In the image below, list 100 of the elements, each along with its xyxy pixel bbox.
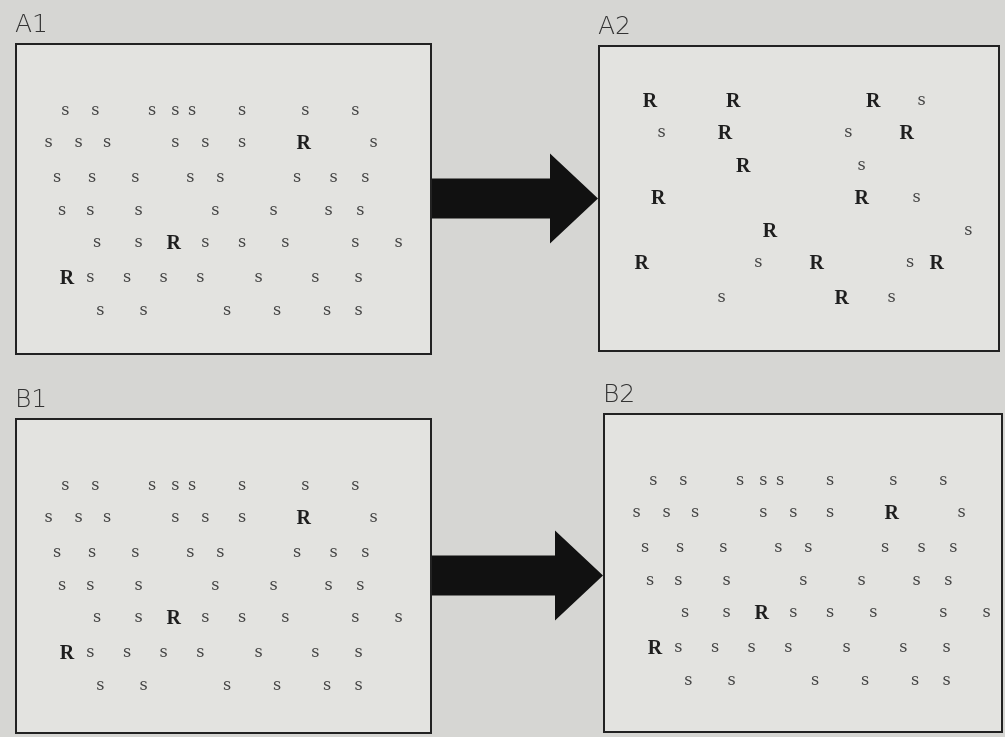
letter-label: s bbox=[722, 603, 731, 620]
letter-label: s bbox=[87, 543, 97, 560]
letter-label: s bbox=[857, 572, 866, 588]
letter-label: s bbox=[237, 102, 247, 118]
letter-label: s bbox=[356, 577, 365, 593]
letter-label: s bbox=[134, 577, 143, 593]
panel-label: A1 bbox=[15, 11, 48, 36]
letter-label: s bbox=[74, 508, 83, 525]
letter-label: s bbox=[147, 102, 157, 118]
letter-label: s bbox=[759, 472, 768, 488]
letter-label: s bbox=[52, 543, 62, 560]
letter-label: s bbox=[982, 603, 991, 620]
letter-label: s bbox=[311, 643, 320, 660]
letter-label: s bbox=[351, 233, 360, 250]
letter-label: s bbox=[269, 202, 278, 218]
panel-label: B2 bbox=[603, 381, 636, 406]
letter-label: R bbox=[717, 120, 733, 144]
letter-label: s bbox=[844, 124, 853, 140]
letter-label: R bbox=[647, 635, 663, 659]
letter-label: s bbox=[134, 233, 143, 250]
letter-label: s bbox=[134, 202, 143, 218]
letter-label: s bbox=[917, 92, 926, 109]
letter-label: R bbox=[809, 250, 824, 274]
block-arrow bbox=[432, 153, 598, 244]
letter-label: s bbox=[354, 677, 363, 693]
letter-label: s bbox=[91, 102, 100, 118]
letter-label: s bbox=[905, 254, 915, 270]
letter-label: s bbox=[710, 638, 720, 655]
letter-label: s bbox=[774, 538, 783, 555]
letter-label: s bbox=[675, 538, 685, 555]
letter-label: s bbox=[211, 202, 220, 218]
letter-label: s bbox=[311, 268, 320, 285]
letter-label: s bbox=[216, 168, 225, 185]
letter-label: s bbox=[134, 608, 143, 625]
letter-label: s bbox=[329, 168, 338, 185]
letter-label: s bbox=[674, 572, 683, 588]
letter-label: s bbox=[649, 472, 658, 488]
letter-label: s bbox=[722, 572, 731, 588]
letter-label: s bbox=[272, 302, 282, 318]
letter-label: s bbox=[52, 168, 62, 185]
letter-label: s bbox=[196, 268, 205, 285]
letter-label: s bbox=[887, 289, 896, 305]
letter-label: s bbox=[96, 677, 105, 693]
letter-label: s bbox=[899, 638, 908, 655]
letter-label: s bbox=[61, 477, 70, 493]
letter-label: s bbox=[216, 543, 225, 560]
letter-label: s bbox=[102, 508, 112, 525]
letter-label: R bbox=[834, 285, 849, 309]
letter-label: R bbox=[166, 605, 181, 629]
letter-label: s bbox=[86, 268, 95, 285]
letter-label: s bbox=[942, 672, 951, 688]
letter-label: s bbox=[91, 477, 100, 493]
letter-label: R bbox=[59, 640, 75, 664]
letter-label: R bbox=[929, 250, 944, 274]
letter-label: s bbox=[632, 503, 641, 520]
letter-label: s bbox=[964, 222, 973, 239]
letter-label: s bbox=[237, 133, 247, 150]
letter-label: s bbox=[719, 538, 728, 555]
letter-label: s bbox=[324, 577, 333, 593]
letter-label: s bbox=[92, 608, 102, 625]
letter-label: s bbox=[211, 577, 220, 593]
letter-label: s bbox=[775, 472, 785, 488]
letter-label: s bbox=[747, 638, 756, 655]
letter-label: s bbox=[254, 268, 263, 285]
letter-label: s bbox=[57, 577, 67, 593]
letter-label: s bbox=[122, 268, 132, 285]
letter-label: R bbox=[899, 120, 914, 144]
letter-label: s bbox=[159, 268, 168, 285]
letter-label: s bbox=[860, 672, 870, 688]
panel-label: B1 bbox=[15, 386, 48, 411]
letter-label: s bbox=[329, 543, 338, 560]
letter-label: s bbox=[86, 577, 95, 593]
letter-label: s bbox=[944, 572, 953, 588]
letter-label: s bbox=[351, 477, 360, 493]
letter-label: s bbox=[351, 102, 360, 118]
letter-label: s bbox=[910, 672, 920, 688]
letter-label: s bbox=[186, 168, 195, 185]
letter-label: s bbox=[87, 168, 97, 185]
letter-label: s bbox=[201, 608, 210, 625]
letter-label: s bbox=[810, 672, 820, 688]
letter-label: s bbox=[96, 302, 105, 318]
letter-label: s bbox=[394, 233, 403, 250]
letter-label: s bbox=[662, 503, 671, 520]
letter-label: s bbox=[237, 508, 247, 525]
letter-label: s bbox=[281, 608, 290, 625]
block-arrow bbox=[432, 530, 603, 621]
letter-label: R bbox=[754, 600, 769, 624]
letter-label: s bbox=[139, 677, 148, 693]
letter-label: s bbox=[640, 538, 650, 555]
letter-label: R bbox=[726, 88, 741, 112]
letter-label: s bbox=[825, 603, 835, 620]
letter-label: s bbox=[727, 672, 736, 688]
letter-label: s bbox=[825, 472, 835, 488]
letter-label: s bbox=[86, 202, 95, 218]
letter-label: s bbox=[92, 233, 102, 250]
letter-label: s bbox=[201, 133, 210, 150]
letter-label: s bbox=[44, 133, 53, 150]
letter-label: s bbox=[842, 638, 851, 655]
letter-label: s bbox=[889, 472, 898, 488]
letter-label: R bbox=[59, 265, 75, 289]
